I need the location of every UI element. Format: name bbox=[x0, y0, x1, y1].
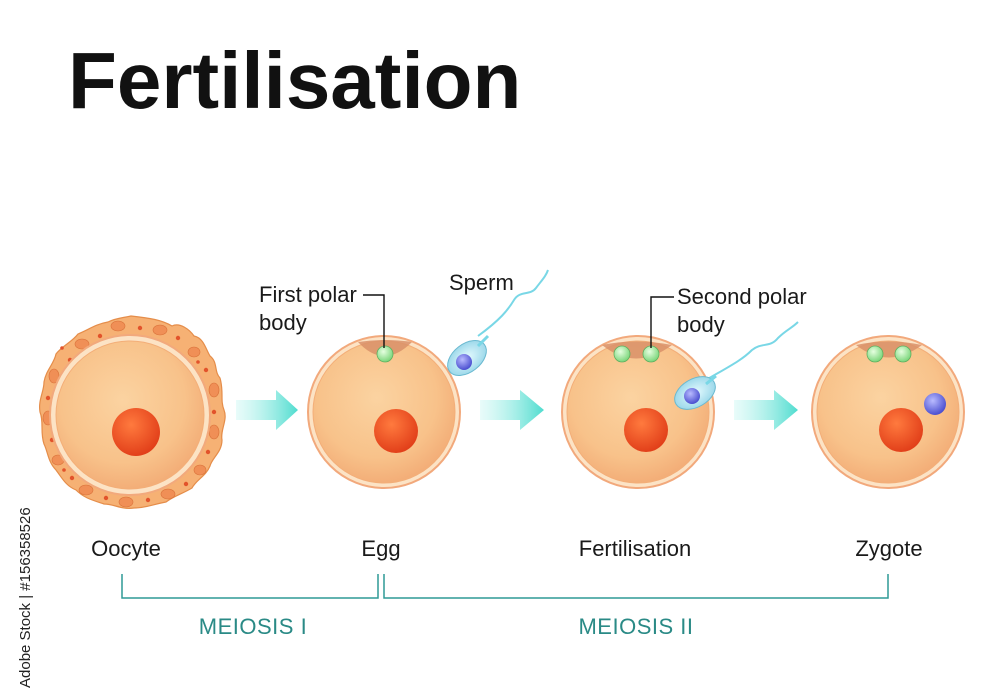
zygote-nucleus bbox=[879, 408, 923, 452]
first-polar-body-annotation: First polar body bbox=[259, 282, 385, 348]
first-polar-body bbox=[866, 345, 884, 363]
first-polar-body bbox=[613, 345, 631, 363]
annotation-second-polar-line1: Second polar bbox=[677, 284, 807, 309]
stage-label-oocyte: Oocyte bbox=[91, 536, 161, 561]
sperm-icon bbox=[674, 321, 799, 410]
egg-nucleus bbox=[374, 409, 418, 453]
second-polar-body bbox=[894, 345, 912, 363]
annotation-sperm: Sperm bbox=[449, 270, 514, 295]
oocyte-nucleus bbox=[112, 408, 160, 456]
phase-label-meiosis-1: MEIOSIS I bbox=[199, 614, 307, 639]
egg-cell bbox=[307, 335, 461, 489]
second-polar-body-annotation: Second polar body bbox=[650, 284, 807, 348]
sperm-icon bbox=[447, 269, 549, 376]
annotation-first-polar-line2: body bbox=[259, 310, 307, 335]
annotation-first-polar-line1: First polar bbox=[259, 282, 357, 307]
annotation-second-polar-line2: body bbox=[677, 312, 725, 337]
phase-label-meiosis-2: MEIOSIS II bbox=[578, 614, 693, 639]
stage-label-zygote: Zygote bbox=[855, 536, 922, 561]
right-arrow-icon bbox=[480, 390, 544, 430]
meiosis-1-bracket bbox=[121, 574, 379, 599]
page-title: Fertilisation bbox=[68, 36, 521, 125]
right-arrow-icon bbox=[734, 390, 798, 430]
oocyte-cell bbox=[38, 315, 226, 510]
fertilisation-cell bbox=[561, 335, 715, 489]
meiosis-2-bracket bbox=[383, 574, 889, 599]
stage-label-egg: Egg bbox=[361, 536, 400, 561]
stock-id-label: Adobe Stock | #156358526 bbox=[17, 507, 34, 688]
second-polar-body bbox=[642, 345, 660, 363]
fertilisation-nucleus bbox=[624, 408, 668, 452]
stage-label-fertilisation: Fertilisation bbox=[579, 536, 691, 561]
first-polar-body bbox=[376, 345, 394, 363]
zygote-cell bbox=[811, 335, 965, 489]
right-arrow-icon bbox=[236, 390, 298, 430]
sperm-pronucleus bbox=[924, 393, 946, 415]
